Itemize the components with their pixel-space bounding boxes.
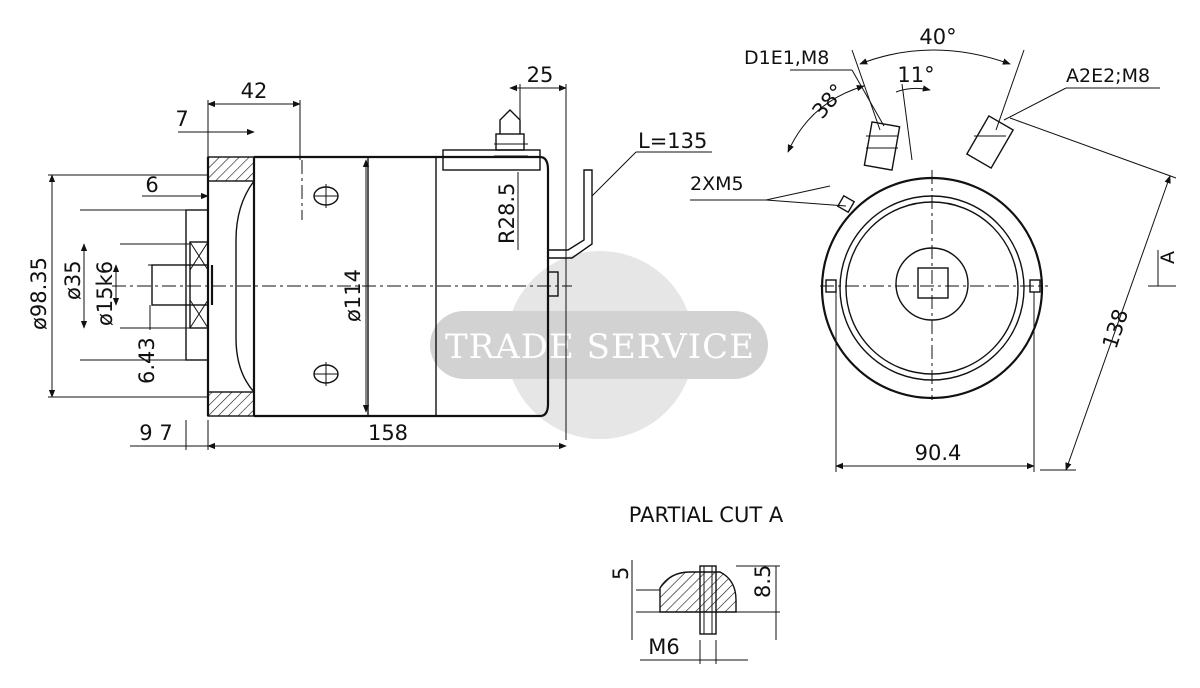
terminal-d-stud [863, 121, 901, 171]
cut-bolt [699, 565, 717, 635]
cable [548, 169, 593, 259]
watermark: TRADE SERVICE [430, 251, 768, 439]
label-terminal-d: D1E1,M8 [744, 47, 829, 69]
partial-cut: PARTIAL CUT A 5 8.5 M6 [609, 503, 784, 664]
dim-angle-40: 40° [919, 25, 956, 49]
watermark-text: TRADE SERVICE [445, 327, 755, 367]
cut-part [659, 571, 737, 613]
cut-dim-5: 5 [609, 567, 633, 580]
dim-25: 25 [527, 63, 554, 87]
dim-angle-11: 11° [897, 63, 934, 87]
bearing-left [189, 241, 209, 329]
partial-cut-title: PARTIAL CUT A [629, 503, 784, 527]
shaft [151, 264, 209, 306]
dim-overall-length: 158 [368, 421, 408, 445]
end-view: 40° 11° 38° D1E1,M8 A2E2;M8 2XM5 138 90.… [690, 25, 1179, 472]
bolt-bottom [313, 362, 339, 386]
dim-width-90: 90.4 [915, 441, 962, 465]
cable-lug [547, 271, 559, 297]
dim-cable-length: L=135 [638, 129, 707, 153]
dim-97: 9 7 [139, 421, 172, 445]
dim-42: 42 [241, 79, 268, 103]
bolt-top [313, 184, 339, 208]
end-shaft-square [917, 267, 949, 299]
dim-6: 6 [145, 173, 158, 197]
dim-diameter-flange: ø98.35 [27, 257, 51, 330]
dim-height-138: 138 [1098, 306, 1133, 352]
dim-shaft: ø15k6 [93, 261, 117, 326]
dim-radius: R28.5 [495, 183, 519, 244]
dim-pilot: ø35 [61, 260, 85, 300]
dim-diameter-body: ø114 [341, 269, 365, 322]
label-terminal-a: A2E2;M8 [1066, 65, 1150, 87]
cut-dim-thread: M6 [648, 635, 679, 659]
bearing-cross [189, 241, 209, 329]
side-terminal [442, 109, 541, 171]
terminal-a-stud [965, 114, 1015, 170]
flange-recess [235, 180, 255, 393]
flange-bottom-hatch [207, 391, 255, 417]
cut-dim-85: 8.5 [751, 565, 775, 598]
side-view: 42 7 25 L=135 R28.5 ø114 ø98.35 ø35 ø15k… [27, 63, 712, 450]
dim-shaft-flat: 6.43 [135, 337, 159, 384]
flange-top-hatch [207, 156, 255, 182]
dim-7: 7 [175, 107, 188, 131]
label-screws: 2XM5 [690, 173, 744, 195]
dim-angle-38: 38° [807, 79, 849, 123]
section-marker-a: A [1157, 251, 1179, 264]
